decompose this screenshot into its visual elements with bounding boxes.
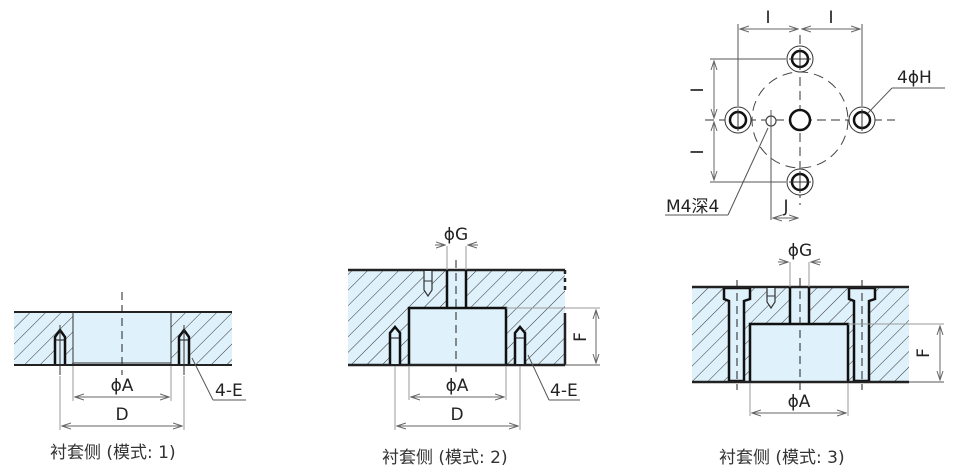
dim-i-left-upper: I — [688, 87, 708, 92]
callout-4e: 4-E — [215, 381, 243, 401]
dim-g: ϕG — [444, 225, 468, 245]
dim-d: D — [450, 405, 463, 425]
pattern1-section: ϕA D 4-E — [14, 292, 246, 430]
top-view: I I I I 4ϕH M4深4 J — [665, 8, 945, 220]
dim-a: ϕA — [788, 392, 811, 412]
dim-a: ϕA — [446, 376, 469, 396]
pattern2-section: ϕG F ϕA D 4-E — [348, 225, 600, 430]
bolt-hole-top — [786, 45, 814, 73]
tap-leader — [727, 127, 769, 216]
pattern2-caption: 衬套侧 (模式: 2) — [382, 448, 508, 468]
tap-label: M4深4 — [666, 197, 719, 217]
bushing-bore — [409, 308, 506, 365]
dim-d: D — [115, 405, 128, 425]
hole-label: 4ϕH — [897, 68, 932, 88]
dowel-hole-right — [513, 325, 527, 364]
dim-g: ϕG — [788, 241, 812, 261]
pattern3-section: ϕG F ϕA — [692, 241, 944, 416]
dowel-hole-left — [388, 325, 402, 364]
dim-j: J — [782, 197, 788, 217]
dim-f: F — [571, 332, 591, 342]
dim-f: F — [914, 348, 934, 358]
hole-leader — [867, 87, 893, 114]
bushing-bore — [750, 324, 848, 382]
dim-i-left-lower: I — [688, 149, 708, 154]
tap-hole — [766, 288, 776, 310]
dim-a: ϕA — [111, 376, 134, 396]
center-hole — [788, 108, 812, 132]
pattern3-caption: 衬套侧 (模式: 3) — [719, 448, 845, 468]
dim-i-top-right: I — [828, 8, 833, 28]
callout-4e: 4-E — [550, 381, 578, 401]
pattern1-caption: 衬套侧 (模式: 1) — [50, 443, 176, 463]
dim-i-top-left: I — [765, 8, 770, 28]
tap-hole — [423, 271, 433, 298]
